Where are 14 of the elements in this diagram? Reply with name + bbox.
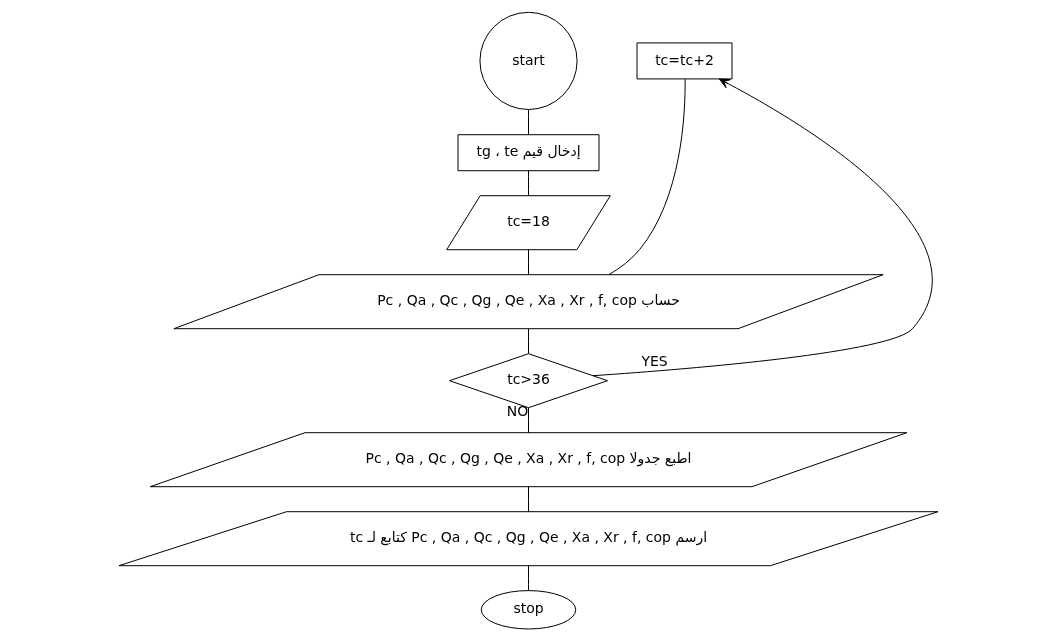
connector [527,249,529,276]
connector [527,328,529,355]
connector [608,78,686,276]
connector [527,565,529,592]
connector [527,407,529,434]
connector [527,170,529,197]
connector [527,109,529,136]
arrow [592,78,933,377]
node-box: tc=tc+2 [636,42,732,80]
node-ellipse: stop [480,590,576,630]
edge-label: YES [640,353,668,370]
node-circle: start [478,11,578,110]
node-box: tg ، te إدخال قيم [457,134,599,172]
connector [527,486,529,513]
